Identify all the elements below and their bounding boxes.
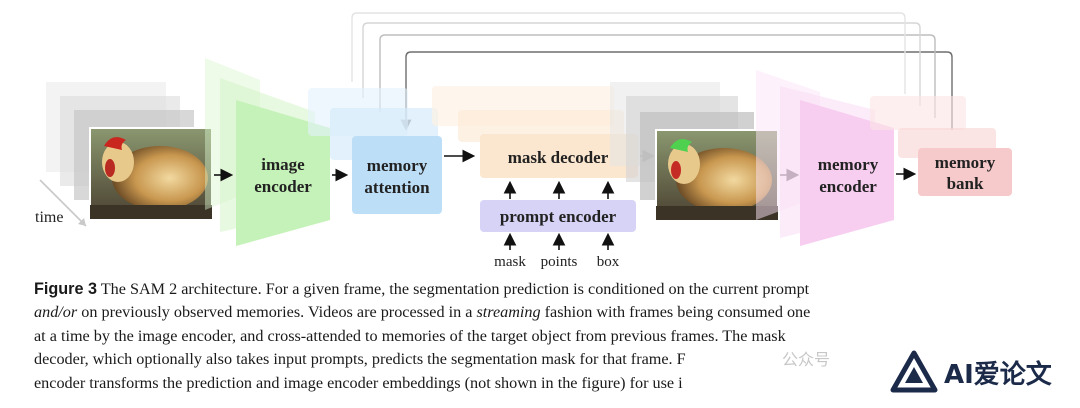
ai-logo-icon <box>890 350 938 393</box>
caption-label: Figure 3 <box>34 280 97 298</box>
watermark: AI爱论文 <box>890 344 1070 400</box>
time-label: time <box>35 209 63 226</box>
prompt-encoder-label: prompt encoder <box>500 207 617 226</box>
input-frames-stack <box>46 82 213 220</box>
image-encoder-block: image encoder <box>205 58 330 246</box>
output-frames-stack <box>610 82 779 221</box>
caption-line-2-tail: fashion with frames being consumed one <box>540 303 811 322</box>
memory-bank-block: memory bank <box>870 96 1012 196</box>
memory-attention-label-line1: memory <box>367 156 428 175</box>
memory-encoder-label-line2: encoder <box>819 177 877 196</box>
caption-line-5: encoder transforms the prediction and im… <box>34 373 683 392</box>
caption-and-or: and/or <box>34 303 78 322</box>
sam2-architecture-diagram: time image encoder memory attention mask… <box>35 12 1012 270</box>
input-frame-rooster-image <box>89 127 213 220</box>
mask-decoder-label: mask decoder <box>508 148 609 167</box>
caption-line-2-text: on previously observed memories. Videos … <box>77 303 477 322</box>
image-encoder-label-line2: encoder <box>254 177 312 196</box>
prompt-input-points: points <box>541 254 578 270</box>
memory-attention-block: memory attention <box>308 88 442 214</box>
mask-decoder-block: mask decoder <box>432 86 638 178</box>
prompt-inputs: mask points box <box>494 232 620 270</box>
caption-line-1-text: The SAM 2 architecture. For a given fram… <box>100 280 810 298</box>
memory-encoder-block: memory encoder <box>756 70 894 246</box>
watermark-faint-text: 公众号 <box>782 350 831 369</box>
memory-attention-label-line2: attention <box>364 178 430 197</box>
caption-line-2: and/or on previously observed memories. … <box>34 301 1024 324</box>
watermark-text: AI爱论文 <box>944 359 1052 390</box>
caption-streaming: streaming <box>476 303 541 322</box>
prompt-input-mask: mask <box>494 254 526 270</box>
prompt-encoder-block: prompt encoder <box>480 180 636 232</box>
caption-line-1: Figure 3 The SAM 2 architecture. For a g… <box>34 278 1024 301</box>
caption-line-3: at a time by the image encoder, and cros… <box>34 326 786 345</box>
time-arrow <box>39 179 87 227</box>
caption-line-4: decoder, which optionally also takes inp… <box>34 350 686 369</box>
figure-caption: Figure 3 The SAM 2 architecture. For a g… <box>34 278 1024 395</box>
memory-loop-lines <box>351 12 953 131</box>
memory-bank-label-line2: bank <box>947 174 984 193</box>
memory-bank-label-line1: memory <box>935 153 996 172</box>
prompt-input-box: box <box>597 254 620 270</box>
memory-encoder-label-line1: memory <box>818 155 879 174</box>
image-encoder-label-line1: image <box>261 155 305 174</box>
